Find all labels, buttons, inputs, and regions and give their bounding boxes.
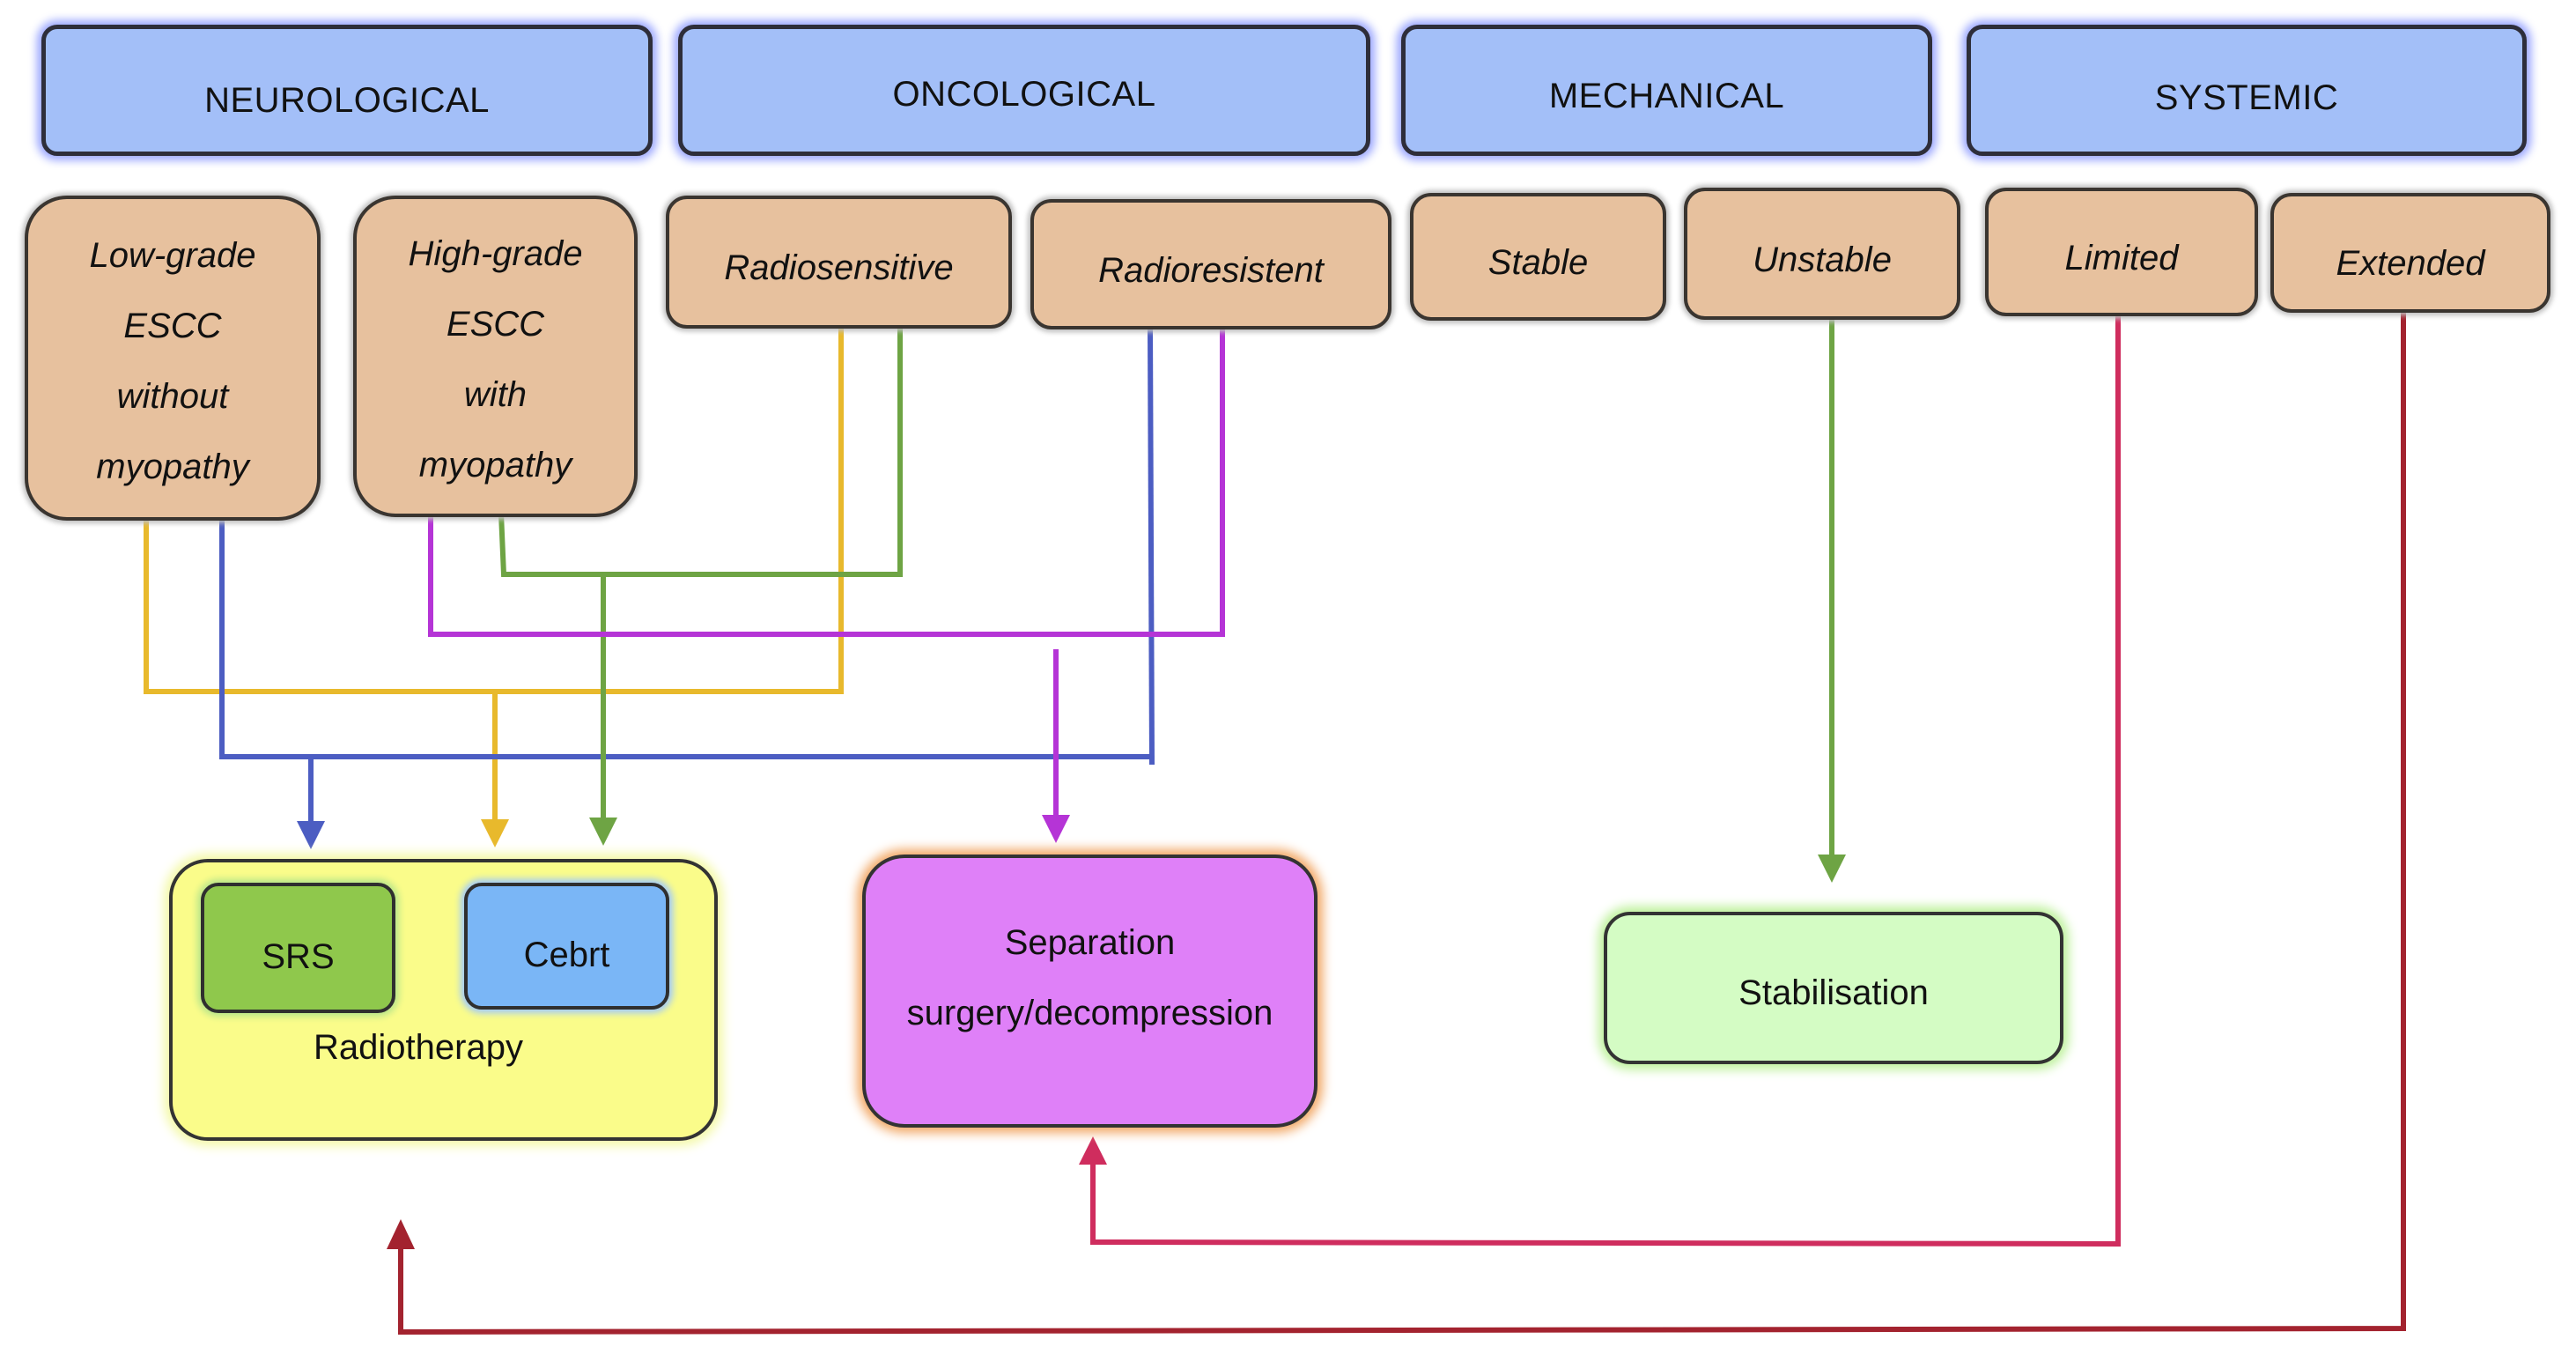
radiotherapy-label: Radiotherapy [314, 1028, 523, 1067]
criterion-line: with [463, 374, 528, 414]
criterion-label: Limited [2064, 238, 2179, 277]
criterion-high-grade-escc: High-grade ESCC with myopathy [353, 196, 638, 517]
treatment-srs: SRS [201, 883, 395, 1013]
connector-crimson-limited-to-separation [1090, 313, 2121, 1247]
header-oncological: ONCOLOGICAL [678, 25, 1370, 156]
connector-blue-radioresistent [1148, 325, 1155, 766]
treatment-stabilisation: Stabilisation [1604, 912, 2063, 1064]
header-label: MECHANICAL [1548, 77, 1785, 115]
connector-green-highgrade-radiosensitive [498, 326, 903, 577]
criterion-line: myopathy [96, 447, 249, 486]
connector-blue-lowgrade [219, 516, 1152, 759]
criterion-line: Low-grade [89, 235, 256, 275]
criterion-label: Radiosensitive [724, 248, 954, 287]
connector-darkred-extended-to-radiotherapy [398, 310, 2406, 1336]
treatment-cebrt: Cebrt [464, 883, 669, 1010]
header-mechanical: MECHANICAL [1401, 25, 1932, 156]
separation-line: surgery/decompression [906, 994, 1273, 1032]
criterion-line: myopathy [418, 445, 572, 485]
srs-label: SRS [262, 936, 335, 976]
cebrt-label: Cebrt [523, 935, 610, 974]
criterion-line: without [116, 376, 229, 416]
criterion-low-grade-escc: Low-grade ESCC without myopathy [25, 196, 321, 521]
criterion-line: ESCC [123, 306, 222, 345]
stabilisation-label: Stabilisation [1738, 973, 1929, 1012]
criterion-extended: Extended [2270, 193, 2550, 313]
arrowhead-crimson [1079, 1136, 1107, 1165]
criterion-radioresistent: Radioresistent [1030, 199, 1391, 329]
criterion-limited: Limited [1985, 188, 2258, 316]
criterion-label: Unstable [1753, 240, 1892, 279]
header-label: NEUROLOGICAL [204, 81, 490, 120]
header-neurological: NEUROLOGICAL [41, 25, 653, 156]
arrowhead-darkred [387, 1219, 415, 1249]
criterion-line: ESCC [446, 304, 545, 344]
arrowhead-yellow [481, 819, 509, 847]
arrowhead-blue [297, 821, 325, 849]
header-label: ONCOLOGICAL [892, 75, 1156, 114]
header-label: SYSTEMIC [2154, 78, 2339, 117]
criterion-unstable: Unstable [1684, 188, 1960, 320]
treatment-radiotherapy: SRS Cebrt Radiotherapy [169, 859, 718, 1141]
arrowhead-green [589, 818, 617, 846]
arrowhead-green-stabilisation [1818, 855, 1846, 883]
separation-line: Separation [1004, 923, 1176, 962]
criterion-label: Extended [2336, 243, 2485, 283]
treatment-separation-surgery: Separation surgery/decompression [862, 855, 1318, 1128]
arrowhead-purple [1042, 815, 1070, 843]
criterion-radiosensitive: Radiosensitive [666, 196, 1012, 329]
criterion-label: Stable [1487, 243, 1589, 282]
header-systemic: SYSTEMIC [1967, 25, 2527, 156]
criterion-stable: Stable [1410, 193, 1666, 321]
connector-purple-highgrade-radioresistent [428, 326, 1225, 637]
criterion-label: Radioresistent [1098, 250, 1324, 290]
criterion-line: High-grade [408, 233, 583, 273]
